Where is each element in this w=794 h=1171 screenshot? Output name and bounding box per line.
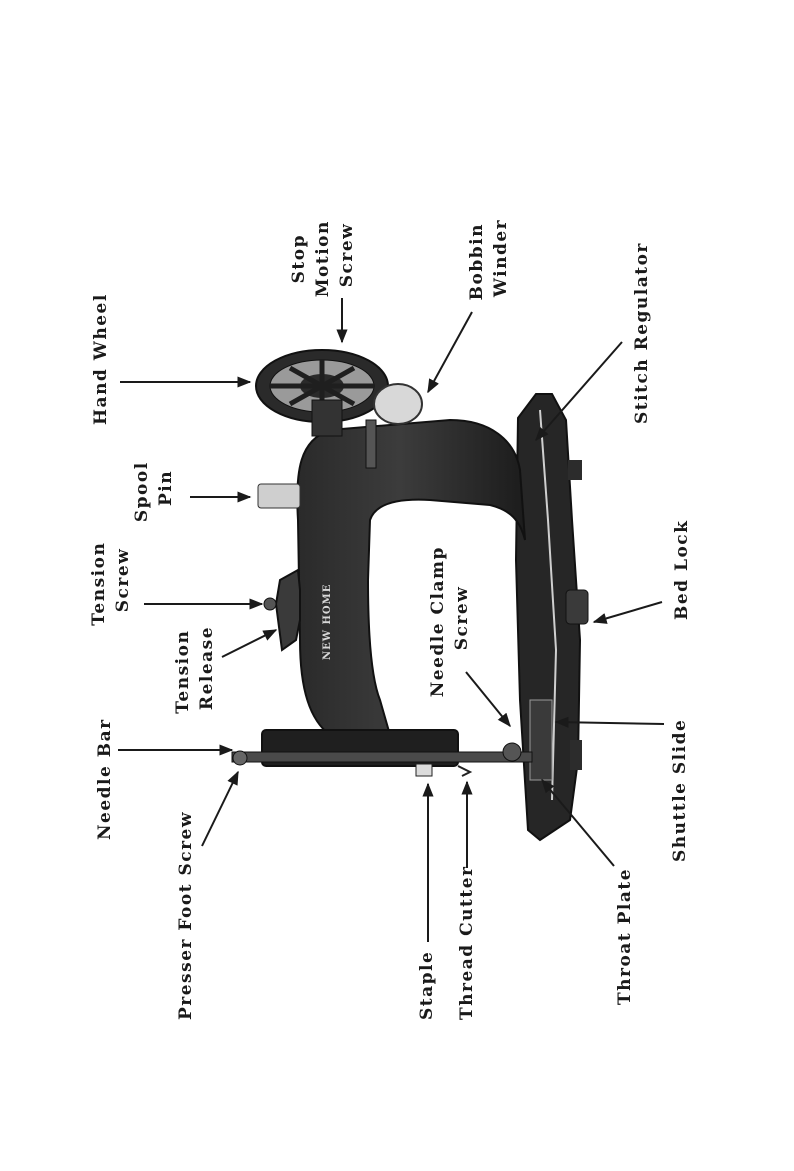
label-tension-screw-line1: Tension [89,542,109,626]
machine-arm [296,418,526,736]
arrow-stitch-regulator [535,341,623,442]
arrow-tension-release [221,629,278,658]
label-bobbin-winder: Bobbin Winder [467,216,511,301]
label-tension-release-line2: Release [197,626,217,710]
label-bobbin-winder-line2: Winder [491,219,511,298]
label-staple: Staple [417,951,437,1020]
callout-arrows [118,298,665,942]
stop-motion-shaft [311,399,343,437]
bed-feet-2 [570,740,582,770]
label-stop-motion-screw: Stop Motion Screw [289,213,357,298]
label-hand-wheel: Hand Wheel [91,293,111,425]
label-tension-release-line1: Tension [173,630,193,714]
tension-assembly [274,568,301,652]
label-bobbin-winder-line1: Bobbin [467,223,487,300]
brand-decal: NEW HOME [322,584,333,660]
label-needle-clamp-screw: Needle Clamp Screw [428,539,472,698]
bed-edge-highlight [539,409,558,801]
staple-shape [415,763,433,777]
label-stitch-regulator: Stitch Regulator [632,242,652,424]
spool-pin-shape [257,483,301,509]
label-spool-pin-line2: Pin [156,470,176,506]
bobbin-winder-arm [365,419,377,469]
label-tension-release: Tension Release [173,622,217,714]
bed-feet-1 [568,460,582,480]
arrow-bobbin-winder [427,311,473,394]
tension-screw-knob [263,597,277,611]
label-needle-bar: Needle Bar [95,718,115,840]
arrow-bed-lock [592,601,663,624]
arrow-shuttle-slide [554,716,665,728]
sewing-machine-illustration: NEW HOME [231,349,589,842]
arrow-presser-foot-screw [201,770,239,847]
label-needle-clamp-screw-line2: Screw [452,586,472,651]
label-needle-clamp-screw-line1: Needle Clamp [428,546,448,697]
label-stop-motion-screw-line1: Stop [289,234,309,283]
bed-lock-shape [565,589,589,625]
label-thread-cutter: Thread Cutter [457,866,477,1020]
label-spool-pin-line1: Spool [132,461,152,522]
throat-plate-shape [529,699,553,781]
arrow-throat-plate [541,778,615,867]
presser-foot-screw-shape [232,750,248,766]
label-spool-pin: Spool Pin [132,454,176,522]
needle-clamp-screw-shape [502,742,522,762]
arrow-needle-clamp-screw [465,671,511,728]
label-shuttle-slide: Shuttle Slide [670,719,690,862]
needle-bar-shape [231,751,533,763]
label-tension-screw-line2: Screw [113,548,133,613]
label-bed-lock: Bed Lock [672,520,692,620]
label-stop-motion-screw-line3: Screw [337,223,357,288]
bobbin-winder-shape [373,383,423,425]
label-presser-foot-screw: Presser Foot Screw [176,811,196,1020]
label-throat-plate: Throat Plate [615,868,635,1005]
thread-cutter-shape [457,765,473,777]
label-stop-motion-screw-line2: Motion [313,220,333,297]
label-tension-screw: Tension Screw [89,534,133,626]
